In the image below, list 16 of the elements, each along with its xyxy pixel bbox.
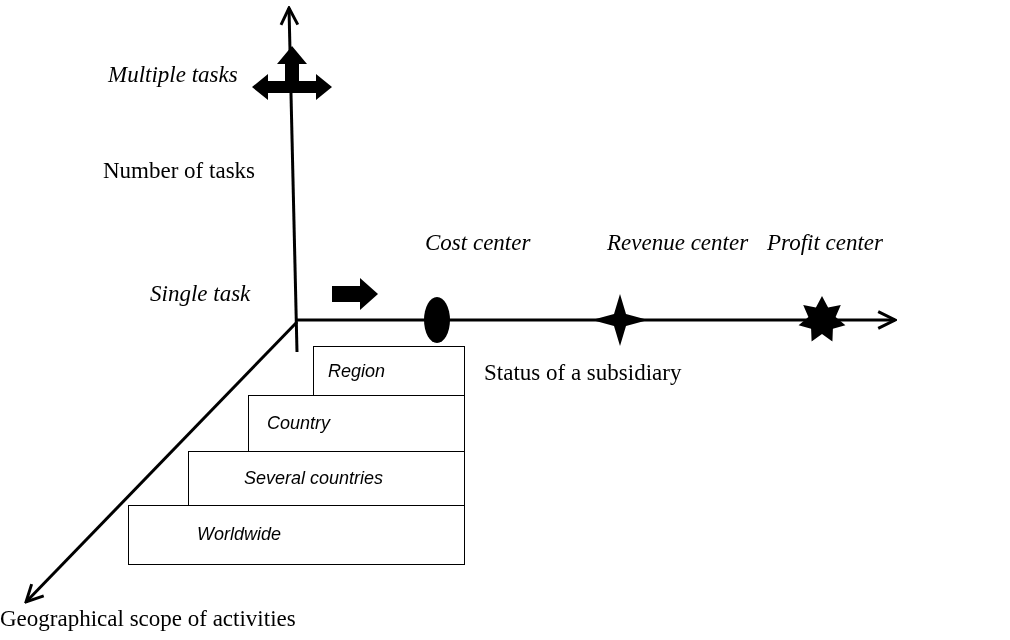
level-label: Several countries [244,468,384,489]
category-label: Profit center [767,230,884,256]
level-box [313,346,465,397]
level-label: Country [267,413,331,434]
level-box [248,395,465,453]
axis-title: Number of tasks [103,158,256,184]
category-label: Revenue center [607,230,749,256]
level-box [128,505,465,565]
pole-label: Single task [150,281,251,307]
level-box [188,451,465,507]
axis-title: Status of a subsidiary [484,360,682,386]
pole-label: Multiple tasks [108,62,238,88]
category-label: Cost center [425,230,531,256]
axis-title: Geographical scope of activities [0,606,296,632]
level-label: Worldwide [197,524,282,545]
level-label: Region [328,361,386,382]
